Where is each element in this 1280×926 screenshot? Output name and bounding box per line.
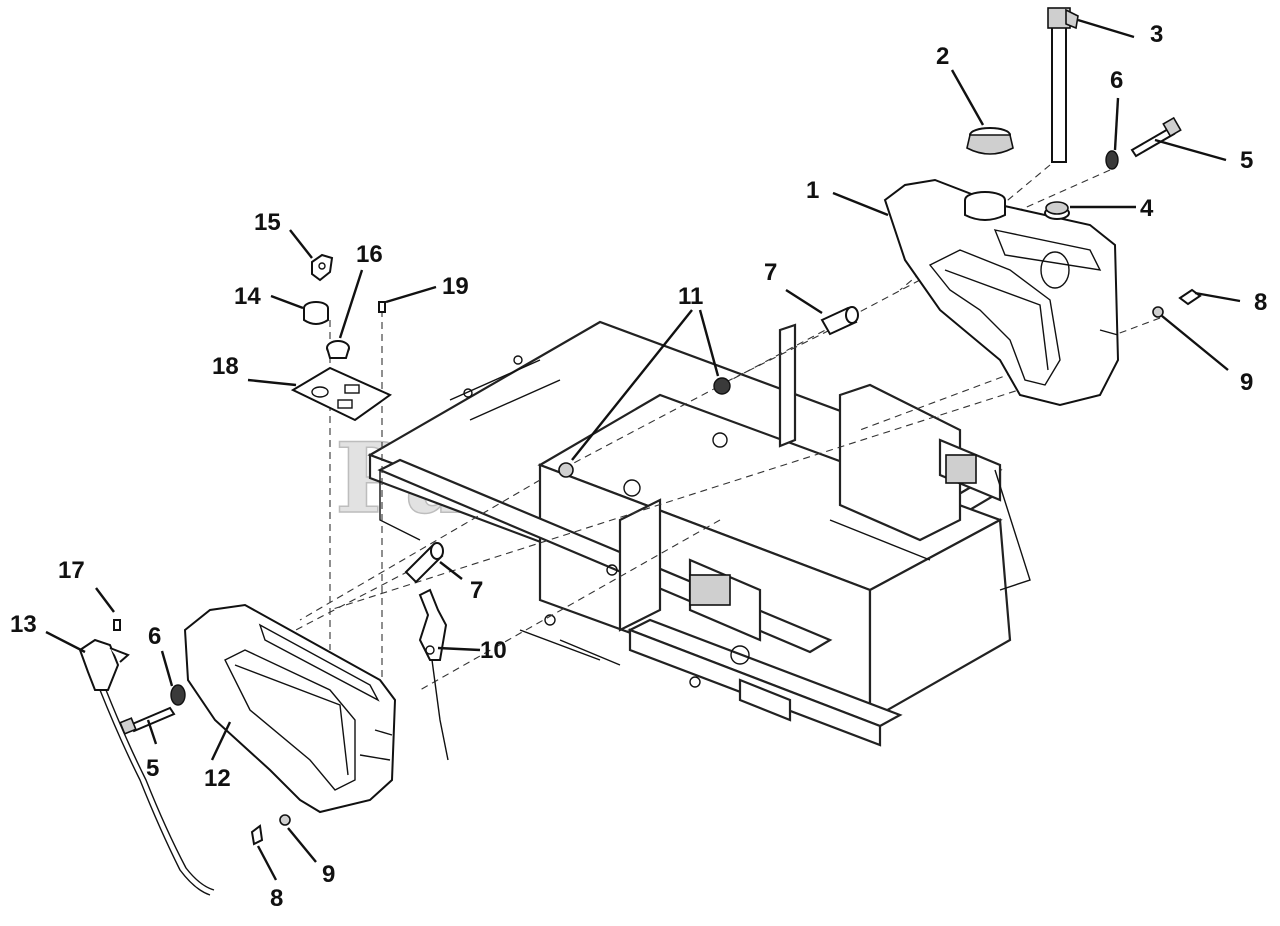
grommet[interactable] [1045, 201, 1069, 215]
washer-left[interactable] [170, 684, 186, 706]
mounting-plate[interactable] [290, 366, 392, 422]
right-fuel-tank[interactable] [883, 178, 1120, 407]
callout-5-right: 5 [1240, 147, 1253, 174]
clip-right[interactable] [1178, 288, 1202, 306]
fuel-cap[interactable] [966, 127, 1014, 155]
callout-16: 16 [356, 241, 383, 268]
screw[interactable] [378, 301, 386, 313]
callout-12: 12 [204, 765, 231, 792]
leader-lines [45, 18, 1241, 881]
washer-right[interactable] [1105, 150, 1119, 170]
fuel-gauge-rod[interactable] [1047, 7, 1079, 163]
bolt-right[interactable] [1130, 116, 1182, 158]
clip-lower[interactable] [250, 824, 264, 846]
callout-6-right: 6 [1110, 67, 1123, 94]
spacer-upper[interactable] [820, 306, 859, 336]
callout-15: 15 [254, 209, 281, 236]
callout-8-lower: 8 [270, 885, 283, 912]
callout-6-left: 6 [148, 623, 161, 650]
nut-lower[interactable] [279, 814, 291, 826]
callout-14: 14 [234, 283, 261, 310]
nut-right[interactable] [1152, 306, 1164, 318]
left-fuel-tank[interactable] [183, 603, 397, 814]
throttle-lever[interactable] [418, 588, 449, 761]
callout-3: 3 [1150, 21, 1163, 48]
callout-10: 10 [480, 637, 507, 664]
hose-clamp[interactable] [113, 619, 121, 631]
callout-13: 13 [10, 611, 37, 638]
callout-9-right: 9 [1240, 369, 1253, 396]
callout-2: 2 [936, 43, 949, 70]
callout-7-lower: 7 [470, 577, 483, 604]
callout-1: 1 [806, 177, 819, 204]
callout-5-left: 5 [146, 755, 159, 782]
bolt-left[interactable] [119, 706, 176, 735]
callout-7-upper: 7 [764, 259, 777, 286]
mower-frame [367, 320, 1031, 747]
callout-17: 17 [58, 557, 85, 584]
callout-labels: 1 2 3 4 5 5 6 6 7 7 8 8 9 9 10 11 12 13 … [10, 21, 1267, 912]
callout-18: 18 [212, 353, 239, 380]
bracket[interactable] [311, 253, 334, 282]
plug[interactable] [326, 340, 350, 359]
nuts-pair[interactable] [558, 377, 731, 478]
callout-8-right: 8 [1254, 289, 1267, 316]
callout-19: 19 [442, 273, 469, 300]
callout-9-lower: 9 [322, 861, 335, 888]
callout-11: 11 [678, 283, 703, 310]
bushing[interactable] [303, 301, 329, 325]
spacer-lower[interactable] [404, 542, 444, 584]
callout-4: 4 [1140, 195, 1154, 222]
